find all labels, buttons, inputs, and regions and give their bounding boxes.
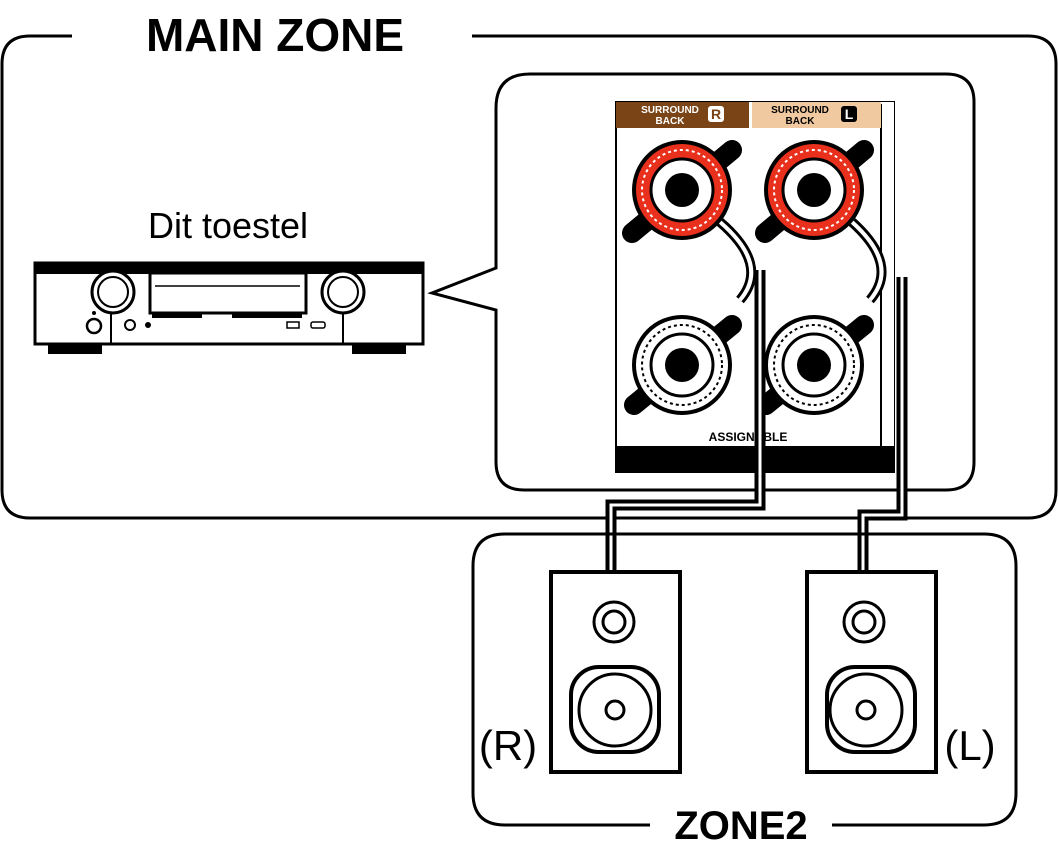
speaker-cables [605,270,908,572]
speaker-r-label: (R) [479,722,537,769]
band-r-fill [616,102,749,128]
band-l-line2: BACK [786,116,816,127]
badge-l: L [845,106,854,122]
band-r-line2: BACK [656,116,686,127]
terminal-l-negative-icon [756,315,874,415]
zone2-title: ZONE2 [674,804,807,848]
band-l-line1: SURROUND [771,105,829,116]
surround-back-r-band: SURROUND BACK R [616,102,749,128]
speaker-r-icon [549,570,682,774]
device-label: Dit toestel [148,205,308,246]
zone2-frame [471,532,1018,827]
terminal-l-positive-icon [755,140,874,243]
terminal-r-positive-icon [622,140,742,243]
main-zone-frame [0,34,1058,520]
band-r-line1: SURROUND [641,105,699,116]
speaker-l-icon [805,570,938,774]
terminal-r-negative-icon [624,315,742,415]
av-receiver-icon [33,261,425,354]
badge-r: R [711,106,721,122]
surround-back-l-band: SURROUND BACK L [752,102,881,128]
main-zone-title: MAIN ZONE [146,9,404,61]
assignable-label: ASSIGNABLE [709,430,788,444]
band-l-fill [752,102,881,128]
speaker-l-label: (L) [944,722,995,769]
